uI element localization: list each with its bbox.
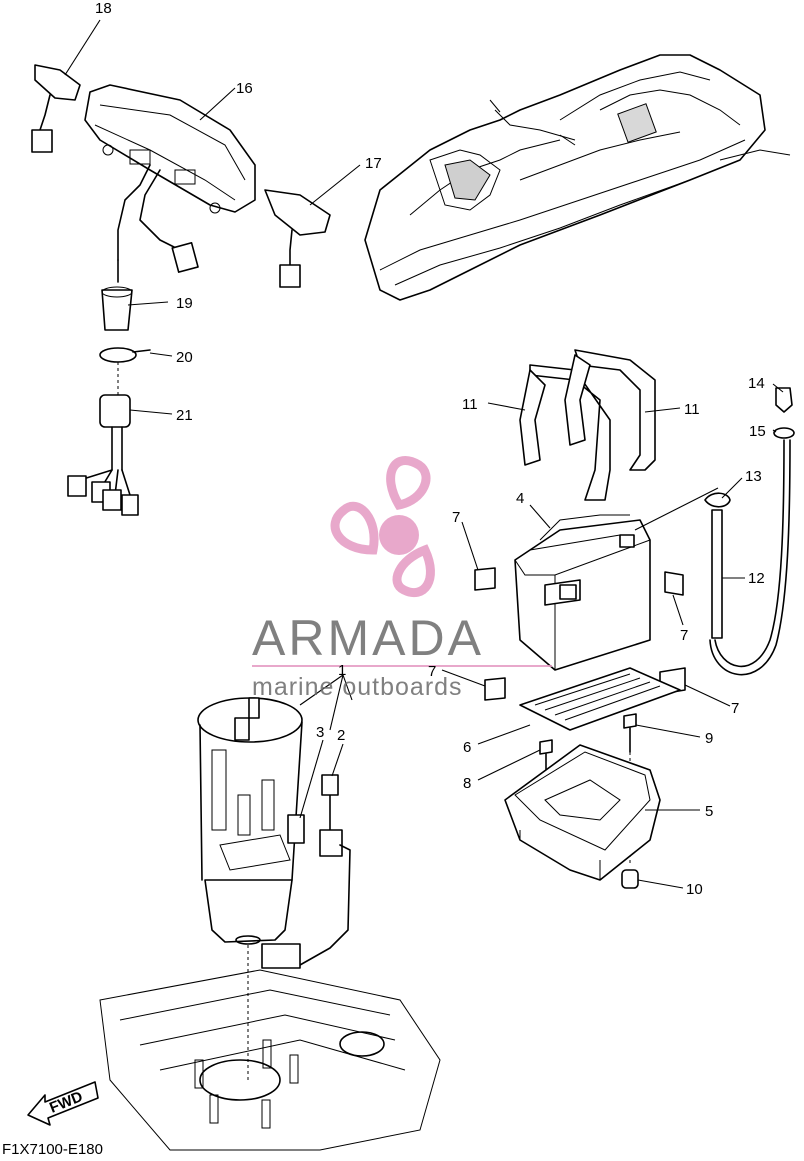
callout-12: 12 <box>748 570 765 587</box>
callout-7-bottom-right: 7 <box>731 700 739 717</box>
watercraft-illustration <box>364 54 791 301</box>
callout-18: 18 <box>95 0 112 17</box>
callout-5: 5 <box>705 803 713 820</box>
callout-16: 16 <box>236 80 253 97</box>
forward-direction-icon: FWD <box>27 1081 99 1126</box>
battery-mat-6 <box>519 667 681 731</box>
battery-band-11 <box>519 349 656 501</box>
callout-8: 8 <box>463 775 471 792</box>
callout-10: 10 <box>686 881 703 898</box>
propeller-logo-icon <box>330 456 435 597</box>
meter-unit-16 <box>84 84 256 273</box>
callout-3: 3 <box>316 724 324 741</box>
callout-6: 6 <box>463 739 471 756</box>
harness-grommet-assembly <box>67 259 151 516</box>
diagram-code: F1X7100-E180 <box>2 1141 103 1158</box>
callout-15: 15 <box>749 423 766 440</box>
callout-7-left: 7 <box>452 509 460 526</box>
watermark: ARMADA marine outboards <box>252 456 552 701</box>
wire-lead-2-3 <box>261 774 351 969</box>
callout-13: 13 <box>745 468 762 485</box>
fwd-label: FWD <box>47 1088 85 1117</box>
callout-11-right: 11 <box>684 401 700 418</box>
fuel-tank-outline <box>99 969 441 1151</box>
fuel-pump-assembly-1 <box>197 697 303 1080</box>
watermark-title: ARMADA <box>252 610 484 666</box>
callout-21: 21 <box>176 407 193 424</box>
callout-17: 17 <box>365 155 382 172</box>
battery-case-5 <box>504 744 661 881</box>
switch-18 <box>31 64 81 153</box>
callout-4: 4 <box>516 490 524 507</box>
callout-7-bottom-left: 7 <box>428 663 436 680</box>
callout-11-left: 11 <box>462 396 478 413</box>
callout-labels: 18 16 17 19 20 21 11 11 14 15 13 4 7 12 … <box>95 0 766 898</box>
callout-1: 1 <box>338 662 346 679</box>
vent-hose-assembly <box>704 387 795 676</box>
callout-14: 14 <box>748 375 765 392</box>
callout-7-right: 7 <box>680 627 688 644</box>
callout-19: 19 <box>176 295 193 312</box>
watermark-subtitle: marine outboards <box>252 673 463 701</box>
battery-4 <box>514 514 651 671</box>
leader-lines <box>64 19 784 889</box>
callout-2: 2 <box>337 727 345 744</box>
callout-20: 20 <box>176 349 193 366</box>
callout-9: 9 <box>705 730 713 747</box>
switch-17 <box>264 189 331 288</box>
